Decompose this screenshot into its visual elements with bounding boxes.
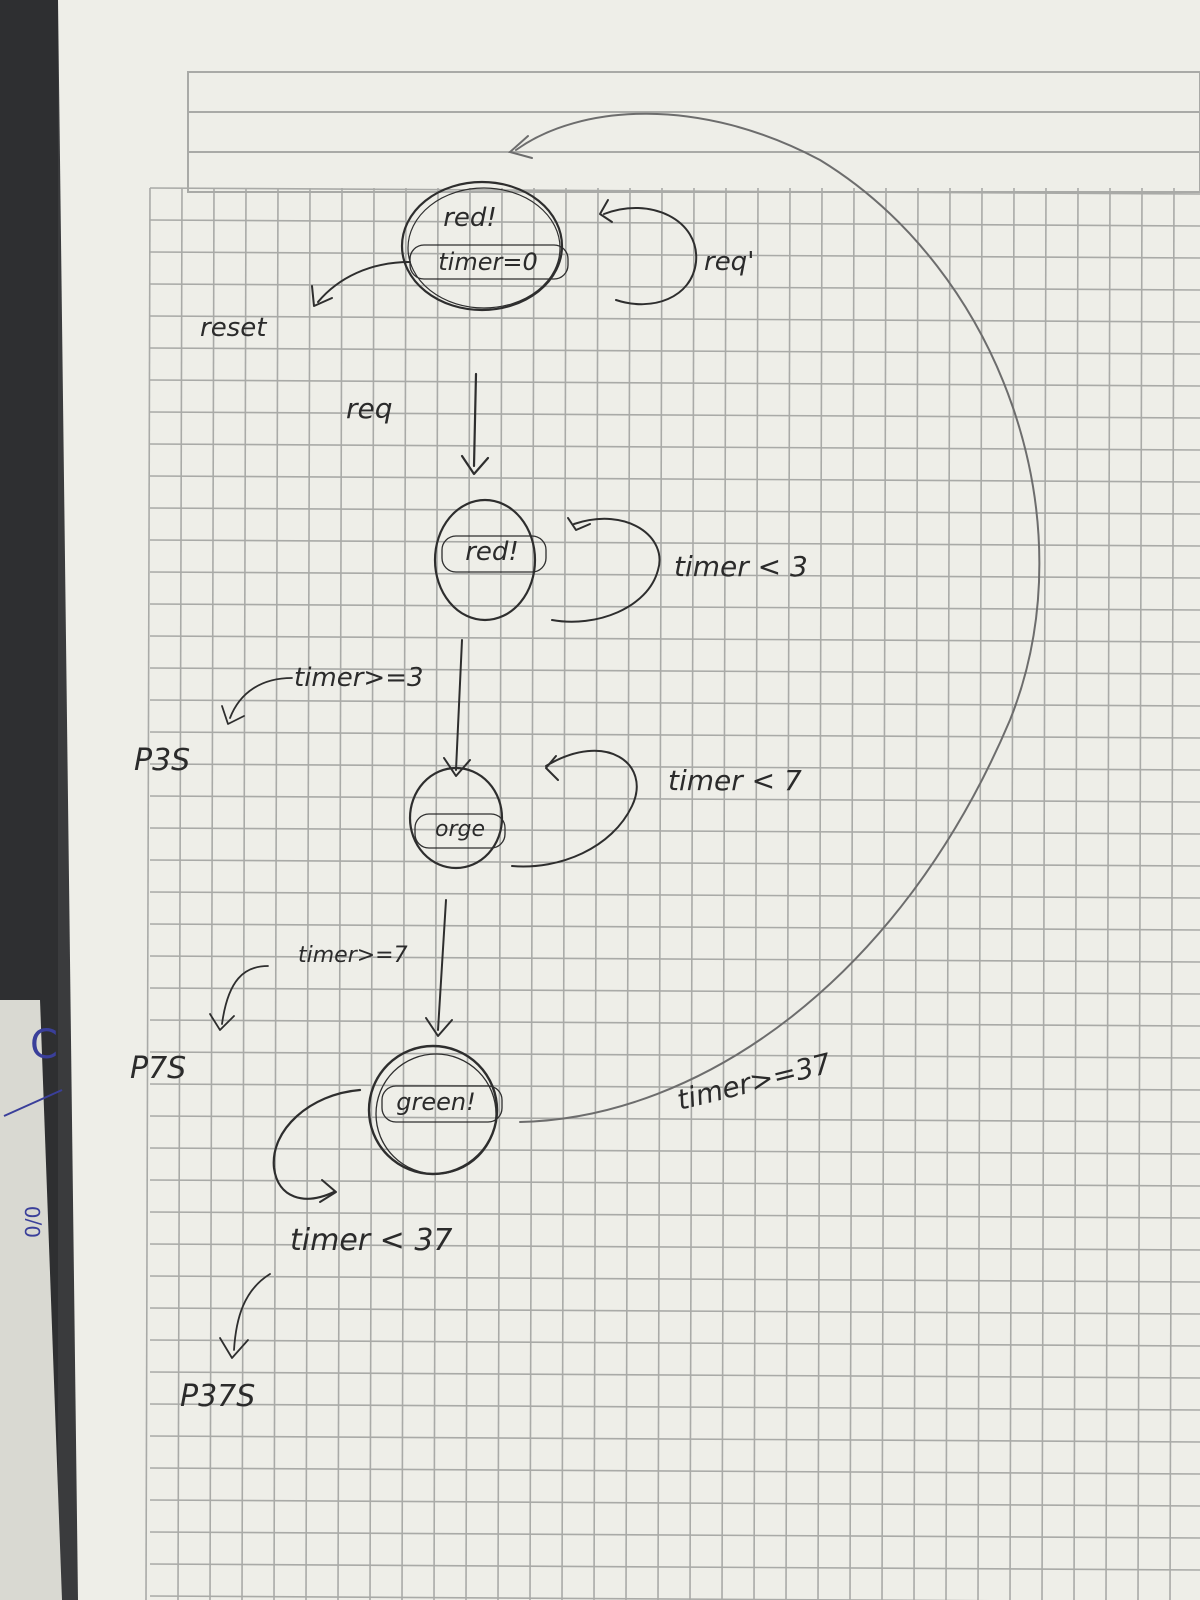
edge-timer-lt-7: timer < 7 bbox=[511, 749, 802, 868]
grid-line-horizontal bbox=[149, 859, 1200, 867]
edge-timer-ge-7-label: timer>=7 bbox=[298, 943, 408, 968]
grid-line-vertical bbox=[785, 187, 791, 1600]
edge-timer-lt-7-label: timer < 7 bbox=[668, 764, 802, 797]
grid-line-horizontal bbox=[149, 635, 1200, 643]
grid-line-vertical bbox=[1041, 187, 1047, 1600]
edge-timer-lt-3-label: timer < 3 bbox=[674, 550, 808, 583]
grid-line-horizontal bbox=[149, 1435, 1200, 1443]
grid-line-vertical bbox=[689, 187, 695, 1600]
grid-line-vertical bbox=[657, 187, 663, 1600]
grid-line-vertical bbox=[977, 187, 983, 1600]
grid-line-horizontal bbox=[149, 987, 1200, 995]
grid-line-vertical bbox=[817, 187, 823, 1600]
state-s0-timer: timer=0 bbox=[438, 248, 537, 276]
grid-line-horizontal bbox=[149, 1563, 1200, 1571]
grid-line-vertical bbox=[1009, 187, 1015, 1600]
grid-line-vertical bbox=[209, 187, 215, 1600]
grid-line-vertical bbox=[1137, 187, 1143, 1600]
state-s0-output: red! bbox=[443, 203, 497, 233]
grid-line-horizontal bbox=[149, 955, 1200, 963]
edge-timer-ge-3-label: timer>=3 bbox=[294, 663, 424, 693]
grid-line-horizontal bbox=[149, 891, 1200, 899]
state-s1: red! bbox=[433, 498, 547, 622]
grid-line-horizontal bbox=[149, 1531, 1200, 1539]
margin-letter: C bbox=[30, 1022, 58, 1068]
grid-line-vertical bbox=[305, 187, 311, 1600]
edge-timer-lt-37-label: timer < 37 bbox=[290, 1223, 453, 1258]
grid-line-vertical bbox=[721, 187, 727, 1600]
state-s3: green! bbox=[367, 1044, 503, 1176]
grid-line-vertical bbox=[913, 187, 919, 1600]
grid-line-horizontal bbox=[149, 1467, 1200, 1475]
grid-line-horizontal bbox=[149, 251, 1200, 259]
grid-line-vertical bbox=[881, 187, 887, 1600]
grid-line-horizontal bbox=[149, 699, 1200, 707]
grid-line-horizontal bbox=[149, 1243, 1200, 1251]
grid-line-horizontal bbox=[149, 571, 1200, 579]
edge-timer-lt-37: timer < 37 P37S bbox=[180, 1088, 453, 1414]
grid-line-vertical bbox=[177, 187, 183, 1600]
grid-line-horizontal bbox=[149, 187, 1200, 195]
grid-line-horizontal bbox=[149, 1307, 1200, 1315]
grid-line-horizontal bbox=[149, 507, 1200, 515]
margin-fraction: 0/0 bbox=[21, 1206, 45, 1238]
grid-line-horizontal bbox=[149, 827, 1200, 835]
grid-line-vertical bbox=[337, 187, 343, 1600]
grid-line-horizontal bbox=[149, 411, 1200, 419]
grid-line-horizontal bbox=[149, 1179, 1200, 1187]
grid-line-horizontal bbox=[149, 1147, 1200, 1155]
state-s2-label: orge bbox=[435, 817, 485, 842]
grid-line-horizontal bbox=[149, 731, 1200, 739]
grid-line-vertical bbox=[241, 187, 247, 1600]
edge-reset: reset bbox=[200, 261, 411, 343]
grid-line-horizontal bbox=[149, 923, 1200, 931]
output-p37s: P37S bbox=[180, 1379, 255, 1414]
edge-req-label: req bbox=[346, 392, 393, 425]
grid-line-horizontal bbox=[149, 1115, 1200, 1123]
edge-timer-lt-3: timer < 3 bbox=[551, 517, 808, 623]
grid-line-horizontal bbox=[149, 219, 1200, 227]
grid-line-horizontal bbox=[149, 1595, 991, 1600]
grid-line-horizontal bbox=[149, 1051, 1200, 1059]
grid-line-horizontal bbox=[149, 1019, 1200, 1027]
grid-line-horizontal bbox=[149, 315, 1200, 323]
grid-line-horizontal bbox=[149, 539, 1200, 547]
grid-line-horizontal bbox=[149, 1211, 1200, 1219]
edge-timer-ge-7: timer>=7 P7S bbox=[130, 899, 453, 1086]
margin-marks: C 0/0 bbox=[3, 1022, 63, 1238]
grid-line-horizontal bbox=[149, 475, 1200, 483]
grid-line-horizontal bbox=[149, 379, 1200, 387]
grid-line-vertical bbox=[753, 187, 759, 1600]
graph-paper-grid bbox=[145, 187, 1200, 1600]
output-p3s: P3S bbox=[134, 743, 190, 778]
grid-line-vertical bbox=[145, 187, 151, 1600]
edge-req-self-label: req' bbox=[704, 247, 754, 277]
grid-line-horizontal bbox=[149, 283, 1200, 291]
grid-line-vertical bbox=[1169, 187, 1175, 1600]
edge-reset-label: reset bbox=[200, 313, 267, 343]
grid-line-horizontal bbox=[149, 347, 1200, 355]
edge-timer-ge-3: timer>=3 P3S bbox=[134, 639, 471, 778]
grid-line-horizontal bbox=[149, 603, 1200, 611]
state-s1-label: red! bbox=[465, 537, 519, 567]
grid-line-vertical bbox=[849, 187, 855, 1600]
under-sheet-edge bbox=[0, 1000, 62, 1600]
grid-line-vertical bbox=[1073, 187, 1079, 1600]
grid-line-horizontal bbox=[149, 1371, 1200, 1379]
grid-line-vertical bbox=[1105, 187, 1111, 1600]
grid-line-vertical bbox=[945, 187, 951, 1600]
grid-line-horizontal bbox=[149, 1403, 1200, 1411]
state-s3-label: green! bbox=[396, 1088, 475, 1116]
edge-req-self: req' bbox=[599, 199, 754, 306]
output-p7s: P7S bbox=[130, 1051, 186, 1086]
state-s0: red! timer=0 bbox=[400, 180, 569, 312]
grid-line-horizontal bbox=[149, 1339, 1200, 1347]
grid-line-horizontal bbox=[149, 763, 1200, 771]
edge-req: req bbox=[346, 372, 490, 476]
grid-line-horizontal bbox=[149, 1499, 1200, 1507]
grid-line-horizontal bbox=[149, 795, 1200, 803]
grid-line-vertical bbox=[273, 187, 279, 1600]
grid-line-horizontal bbox=[149, 1275, 1200, 1283]
